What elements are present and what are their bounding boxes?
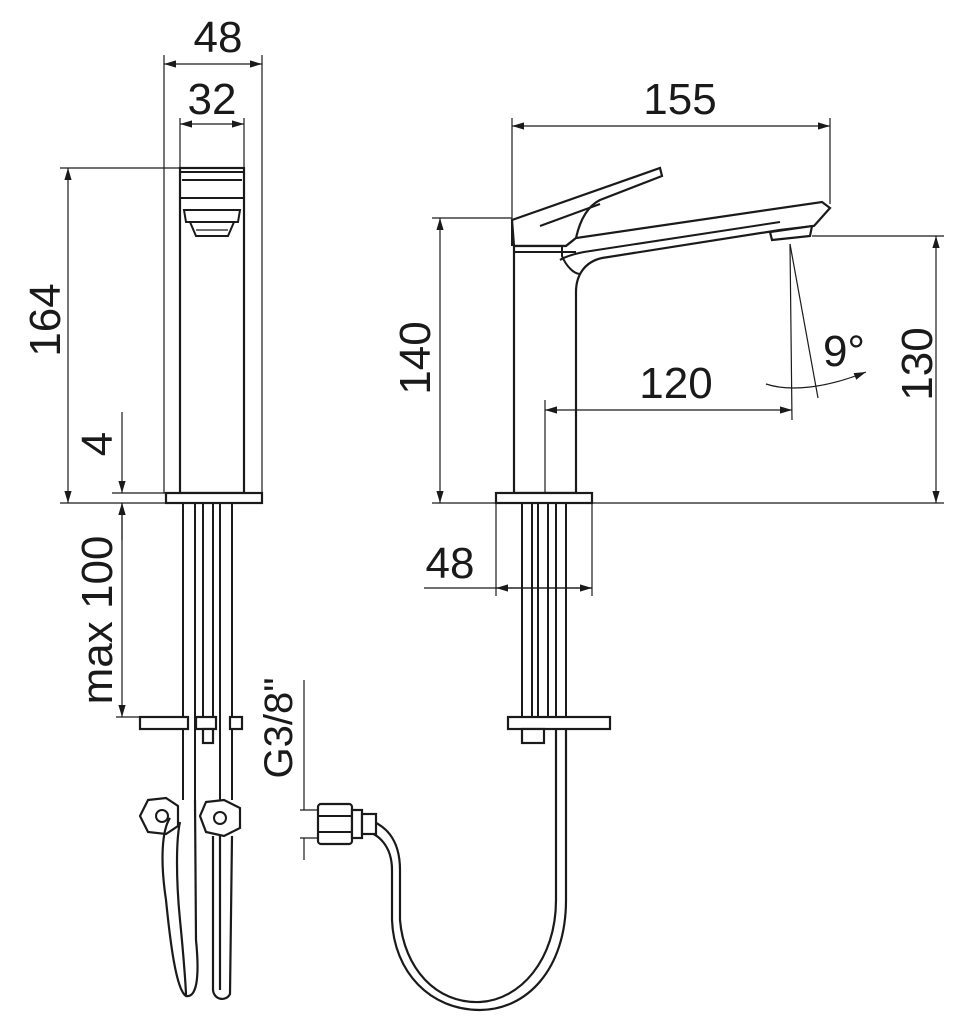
side-hose [359, 729, 558, 1004]
dim-plate-thickness: 4 [73, 432, 122, 456]
dim-side-length: 155 [643, 75, 716, 124]
front-nut-left [138, 796, 180, 836]
front-view: 48 32 164 4 max 100 [21, 13, 264, 1000]
front-base-plate [164, 491, 264, 505]
dim-spout-reach: 120 [639, 359, 712, 408]
dim-spout-height: 130 [893, 327, 942, 400]
dim-front-width-inner: 32 [188, 75, 237, 124]
side-base-plate [494, 491, 594, 505]
front-fixing-plate [138, 715, 190, 731]
front-body [178, 166, 246, 495]
front-hoses [182, 503, 233, 800]
dim-base-width: 48 [426, 539, 475, 588]
side-spout [512, 200, 832, 495]
side-aerator [768, 224, 814, 242]
dim-thread: G3/8" [257, 678, 301, 779]
side-shank [521, 503, 567, 720]
side-fixing-plate [506, 715, 612, 731]
dim-spout-angle: 9° [823, 327, 865, 376]
dim-front-height: 164 [21, 283, 70, 356]
dim-max-deck: max 100 [73, 536, 122, 705]
dim-front-width-outer: 48 [194, 13, 243, 62]
dim-side-height: 140 [391, 321, 440, 394]
side-connector [316, 802, 378, 846]
front-nut-right [198, 798, 242, 838]
side-view: G3/8" 155 140 130 120 9° 48 [257, 75, 944, 1012]
front-aerator [180, 171, 244, 237]
